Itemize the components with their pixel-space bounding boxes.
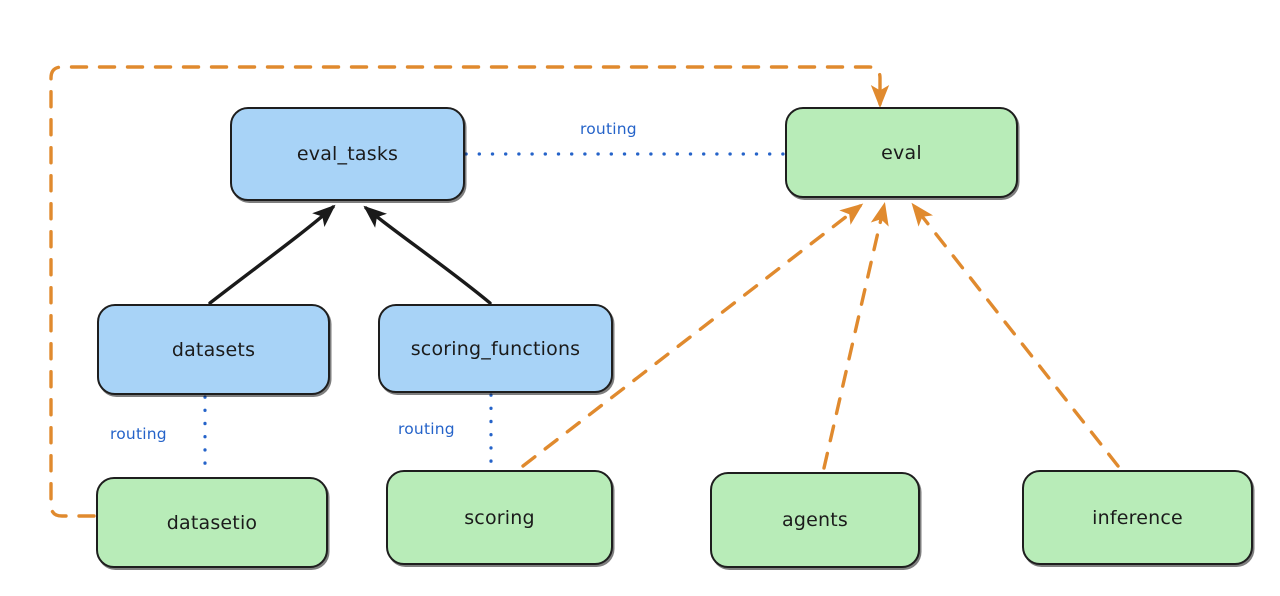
node-eval[interactable]: eval [785,107,1018,198]
node-scoring[interactable]: scoring [386,470,613,565]
node-label: datasets [171,338,256,361]
node-datasetio[interactable]: datasetio [96,477,328,568]
node-label: eval_tasks [296,143,399,165]
edge-agents-to-eval [822,202,889,470]
node-inference[interactable]: inference [1022,470,1253,565]
edge-label-routing-scoring: routing [398,420,455,438]
edge-datasets-to-eval-tasks [208,204,336,305]
edge-inference-to-eval [911,202,1120,468]
node-label: scoring [464,506,535,529]
edge-label-routing-eval: routing [580,120,637,138]
node-label: datasetio [166,511,258,534]
edge-datasetio-to-eval [49,65,890,518]
node-scoring-functions[interactable]: scoring_functions [378,304,613,393]
node-label: agents [782,509,848,531]
edge-label-routing-datasetio: routing [110,425,167,443]
node-eval-tasks[interactable]: eval_tasks [230,107,465,201]
node-agents[interactable]: agents [710,472,920,568]
node-datasets[interactable]: datasets [97,304,330,395]
edge-scoring-functions-to-eval-tasks [363,205,492,305]
node-label: eval [881,141,922,164]
node-label: inference [1092,506,1183,529]
node-label: scoring_functions [410,337,581,360]
